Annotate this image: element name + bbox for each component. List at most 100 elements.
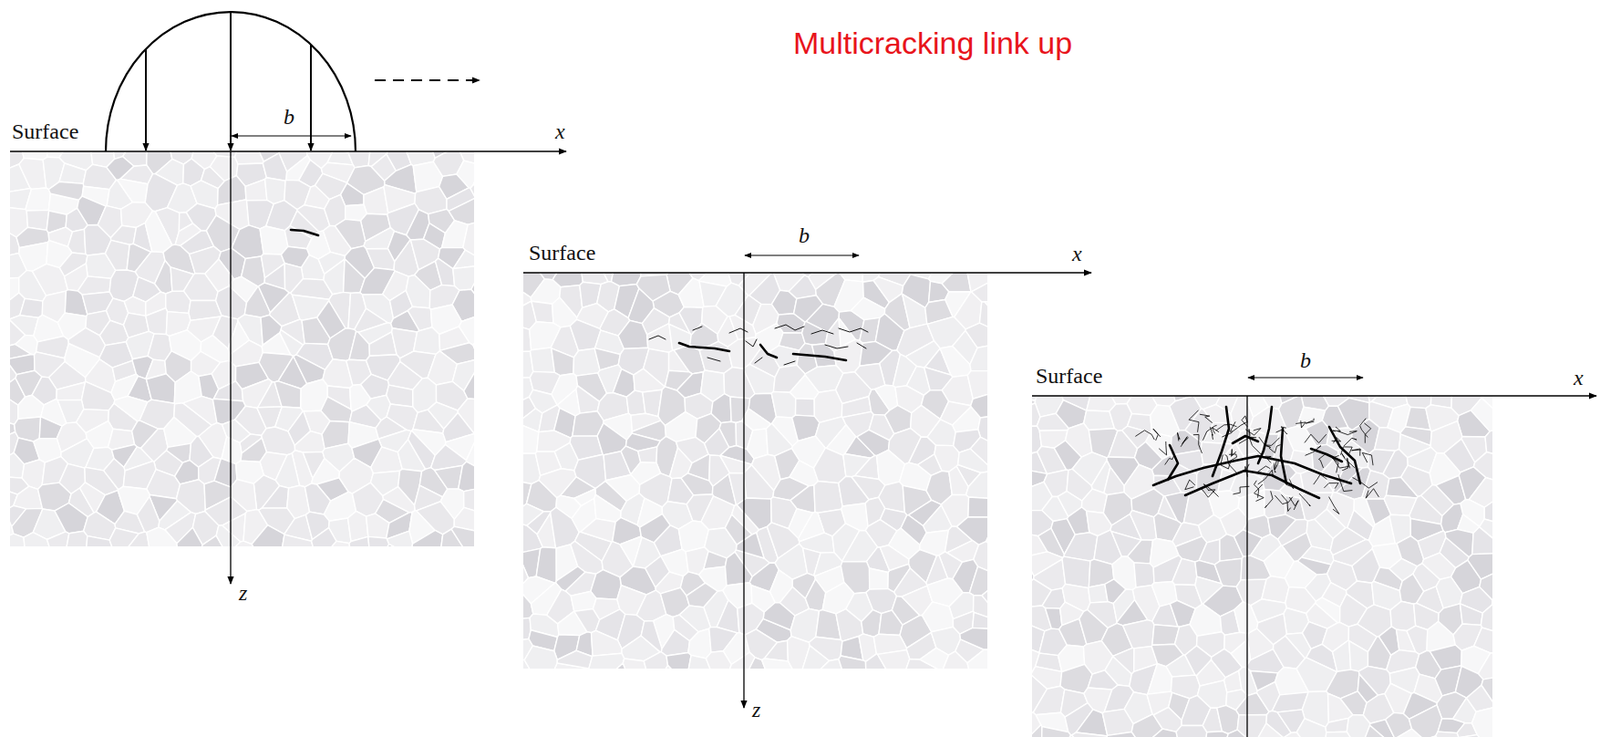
grain: [1479, 568, 1493, 600]
grain: [855, 362, 886, 390]
axis-label: z: [238, 581, 248, 604]
grain: [416, 501, 455, 535]
crack: [1167, 444, 1178, 480]
dimension-arrow: [231, 135, 351, 137]
microcrack: [1265, 491, 1274, 508]
microcrack: [649, 335, 666, 340]
microcrack: [1256, 465, 1270, 473]
grain: [958, 448, 988, 473]
grain: [323, 258, 345, 295]
grain: [25, 187, 51, 211]
grain: [176, 526, 203, 547]
pressure-arrow: [229, 11, 232, 151]
crack: [1212, 406, 1229, 476]
grain: [1071, 732, 1107, 737]
grain: [18, 394, 44, 419]
microcrack: [1193, 433, 1202, 453]
grain: [1041, 726, 1072, 737]
microcrack: [1159, 441, 1167, 455]
grain: [960, 627, 988, 650]
grain: [320, 396, 352, 423]
grain: [1400, 426, 1432, 446]
grain: [869, 567, 889, 589]
grain: [1349, 640, 1369, 671]
grain: [349, 330, 370, 361]
grain: [20, 298, 43, 318]
z-axis: [1246, 395, 1248, 737]
grain: [972, 611, 988, 629]
microcrack: [1360, 418, 1368, 437]
microcrack: [1267, 437, 1280, 445]
grain: [68, 327, 106, 357]
grain: [265, 177, 286, 205]
microcrack: [1212, 427, 1219, 434]
grain: [262, 153, 287, 181]
grain: [802, 320, 828, 345]
microcrack: [1245, 464, 1250, 476]
grain: [838, 655, 867, 669]
grain: [165, 290, 191, 313]
microcrack: [1210, 427, 1214, 440]
crack: [760, 344, 777, 358]
grain: [216, 525, 241, 547]
grain: [762, 658, 795, 669]
grain: [1338, 440, 1369, 468]
microcrack: [1304, 433, 1326, 443]
grain: [1269, 732, 1302, 737]
microcrack: [1165, 456, 1174, 465]
grain: [814, 481, 843, 514]
grain: [1435, 731, 1459, 737]
figure-title: Multicracking link up: [793, 27, 1073, 59]
pressure-profile: [105, 11, 356, 152]
grain: [576, 385, 600, 413]
x-axis: [10, 150, 567, 152]
microcrack: [1338, 431, 1358, 435]
grain: [551, 348, 575, 376]
grain: [875, 384, 899, 411]
grain: [154, 260, 173, 294]
microcrack: [838, 328, 868, 332]
grain: [1305, 420, 1330, 446]
microcrack: [1241, 415, 1248, 427]
grain: [633, 368, 665, 393]
grain: [324, 540, 352, 547]
grain: [275, 453, 300, 488]
microcrack: [774, 324, 805, 331]
microcrack: [1265, 455, 1272, 463]
microcrack: [1177, 432, 1180, 441]
grain: [771, 391, 796, 418]
grain: [1450, 734, 1483, 737]
grain: [902, 293, 928, 328]
grain: [1102, 708, 1134, 735]
microcrack: [1305, 418, 1314, 424]
grain: [190, 180, 218, 209]
grain: [688, 628, 712, 659]
grain: [121, 531, 150, 547]
grain: [1102, 732, 1137, 737]
grain: [1362, 470, 1390, 499]
microcrack: [1343, 437, 1357, 446]
grain: [1459, 603, 1483, 625]
microcrack: [1362, 452, 1373, 465]
crack: [1258, 406, 1272, 464]
microcrack: [1286, 479, 1294, 489]
grain: [602, 662, 630, 669]
z-axis: [743, 272, 744, 708]
grain: [1340, 691, 1367, 715]
grain: [640, 620, 662, 652]
grain: [31, 263, 68, 296]
grain: [15, 334, 38, 355]
grain: [145, 308, 168, 335]
grain: [1296, 718, 1327, 737]
microcrack: [1331, 455, 1339, 473]
microcrack: [729, 328, 748, 333]
z-axis: [229, 151, 231, 584]
crack: [1280, 428, 1287, 484]
microcrack: [1153, 428, 1161, 441]
grain: [382, 486, 415, 513]
grain: [1153, 706, 1182, 732]
grain: [448, 197, 475, 225]
grain: [1147, 663, 1173, 694]
grain: [788, 275, 816, 300]
